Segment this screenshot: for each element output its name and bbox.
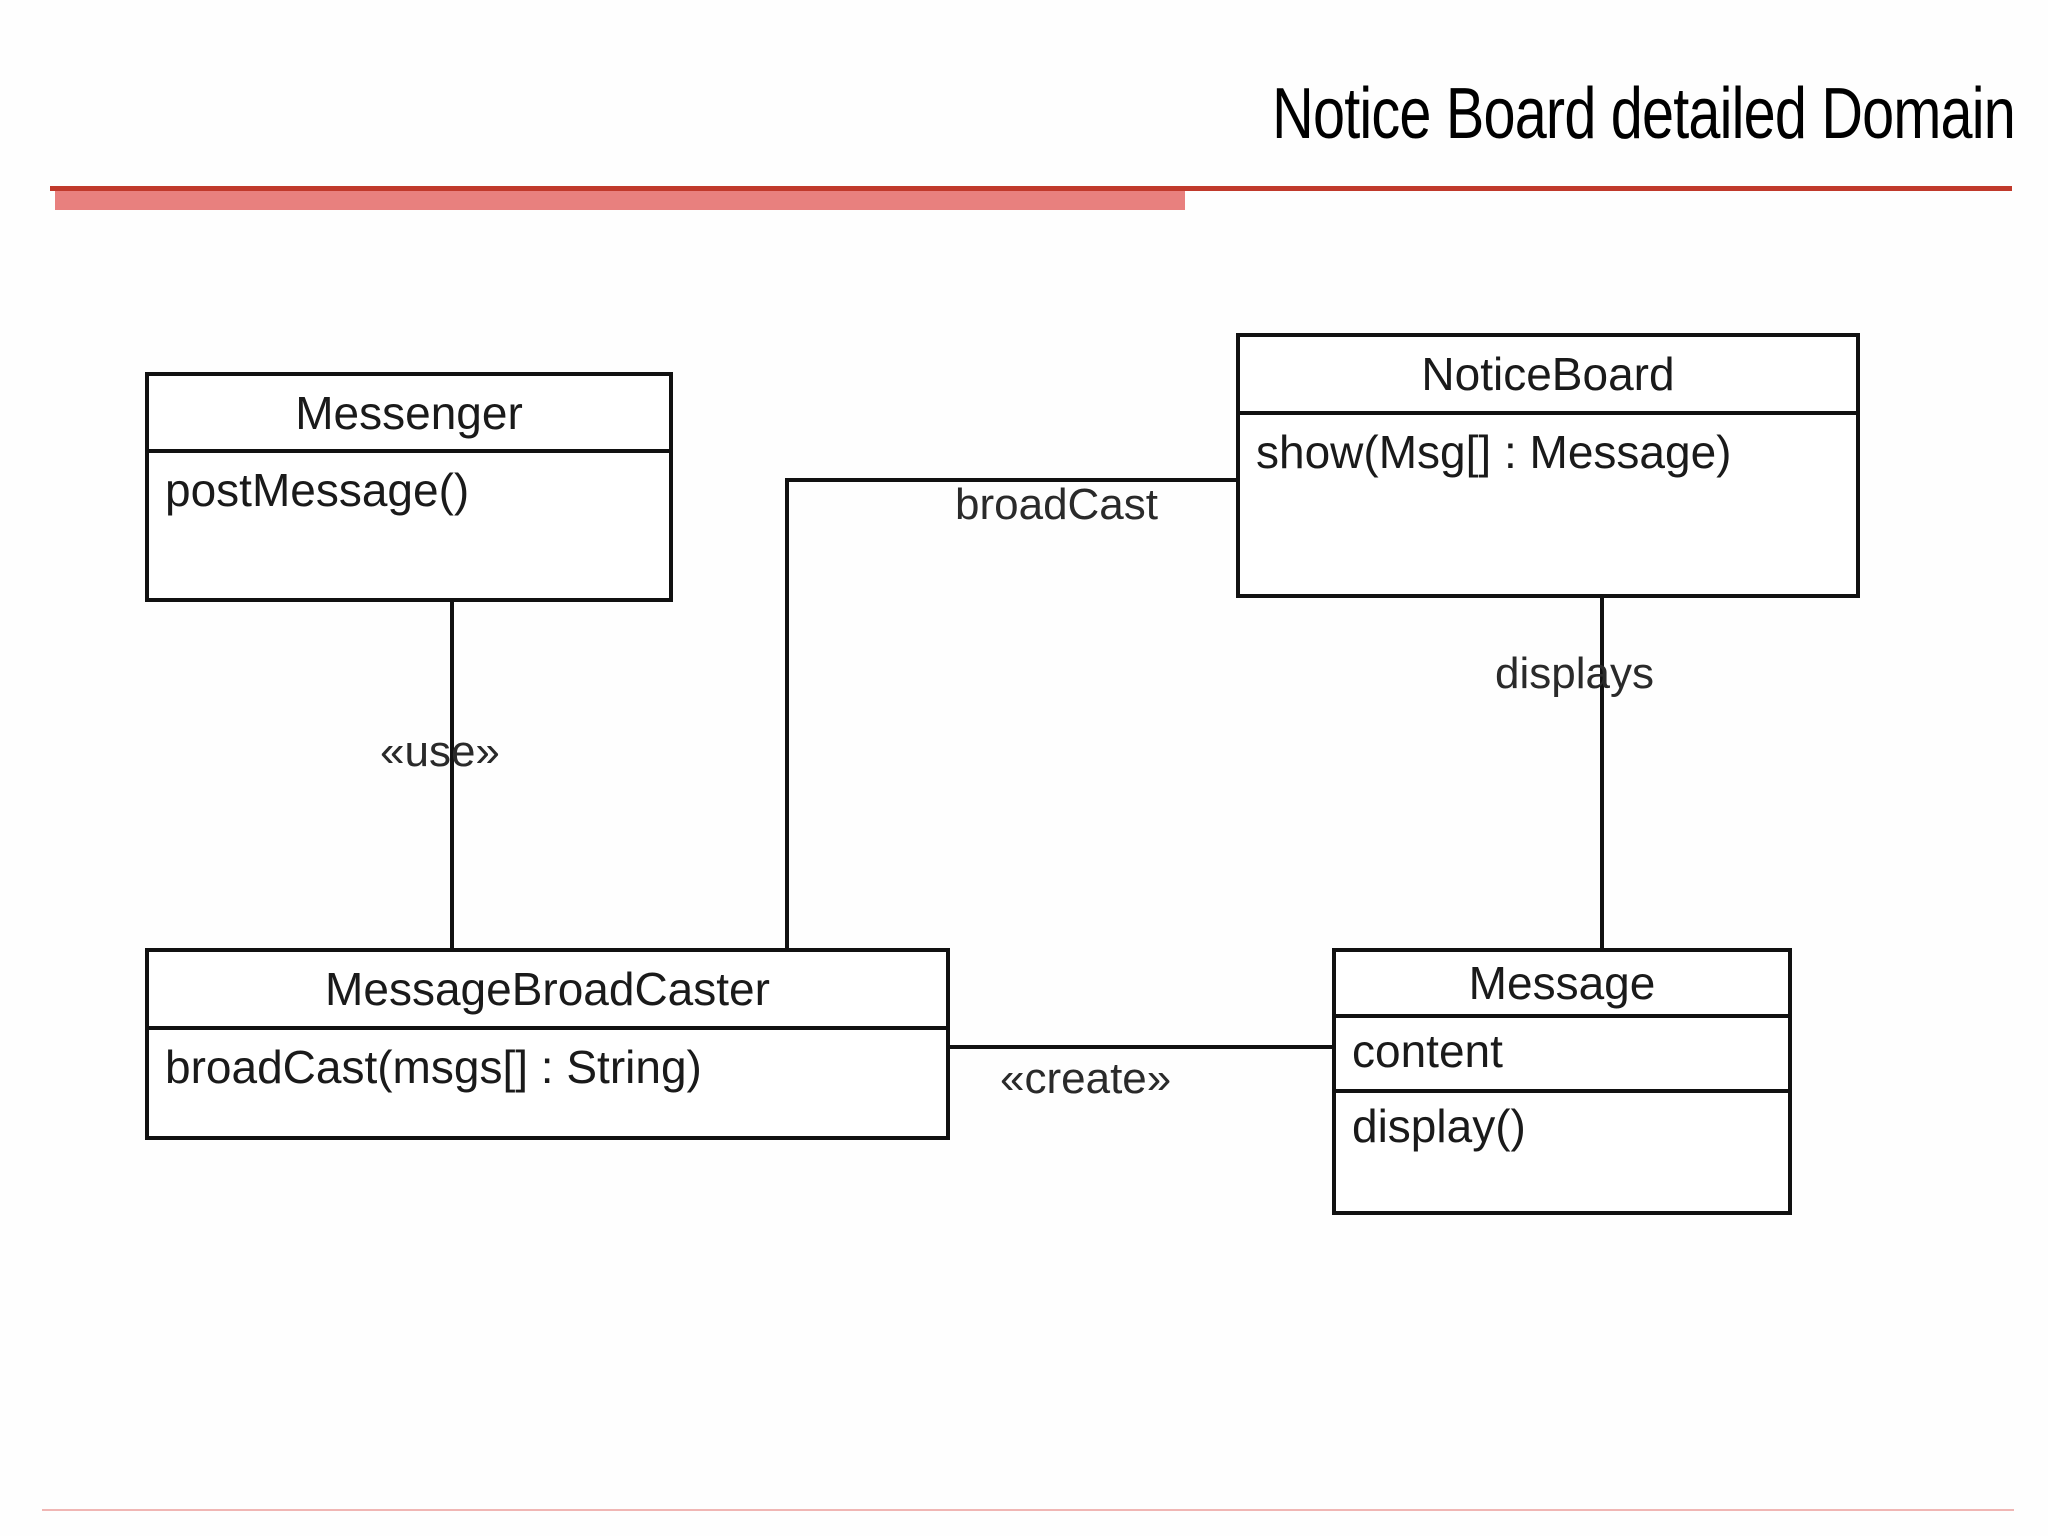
uml-class-message[interactable]: Message content display() xyxy=(1332,948,1792,1215)
uml-class-noticeboard-operations-compartment: show(Msg[] : Message) xyxy=(1240,411,1856,594)
uml-class-messenger-operations-compartment: postMessage() xyxy=(149,449,669,598)
uml-class-message-name: Message xyxy=(1468,957,1656,1009)
relationship-label-broadcast: broadCast xyxy=(955,480,1159,529)
uml-class-messagebroadcaster-name-compartment: MessageBroadCaster xyxy=(149,952,946,1026)
uml-class-message-operations-compartment: display() xyxy=(1336,1089,1788,1211)
uml-class-message-attributes-compartment: content xyxy=(1336,1014,1788,1089)
footer-rule xyxy=(42,1509,2014,1511)
uml-class-messagebroadcaster-name: MessageBroadCaster xyxy=(325,963,770,1015)
uml-class-messenger[interactable]: Messenger postMessage() xyxy=(145,372,673,602)
title-rule-thick xyxy=(55,191,1185,210)
page-title: Notice Board detailed Domain xyxy=(1272,74,2016,154)
uml-class-messenger-operation-0: postMessage() xyxy=(165,464,470,516)
uml-class-messenger-name-compartment: Messenger xyxy=(149,376,669,449)
uml-class-message-name-compartment: Message xyxy=(1336,952,1788,1014)
uml-class-messenger-name: Messenger xyxy=(295,387,523,439)
uml-class-messagebroadcaster-operation-0: broadCast(msgs[] : String) xyxy=(165,1041,702,1093)
uml-class-messagebroadcaster-operations-compartment: broadCast(msgs[] : String) xyxy=(149,1026,946,1136)
connector-broadcast-horizontal xyxy=(785,478,1238,482)
uml-class-noticeboard-operation-0: show(Msg[] : Message) xyxy=(1256,426,1732,478)
relationship-label-use: «use» xyxy=(380,727,500,776)
uml-class-noticeboard-name: NoticeBoard xyxy=(1421,348,1675,400)
uml-class-message-attribute-0: content xyxy=(1352,1025,1503,1077)
connector-create xyxy=(948,1045,1332,1049)
relationship-label-create: «create» xyxy=(1000,1054,1172,1103)
connector-displays xyxy=(1600,596,1604,950)
uml-class-noticeboard[interactable]: NoticeBoard show(Msg[] : Message) xyxy=(1236,333,1860,598)
uml-class-message-operation-0: display() xyxy=(1352,1100,1526,1152)
relationship-label-displays: displays xyxy=(1495,649,1654,698)
uml-class-noticeboard-name-compartment: NoticeBoard xyxy=(1240,337,1856,411)
uml-class-messagebroadcaster[interactable]: MessageBroadCaster broadCast(msgs[] : St… xyxy=(145,948,950,1140)
connector-use xyxy=(450,600,454,950)
title-rule-thin xyxy=(50,186,2012,191)
connector-broadcast-vertical xyxy=(785,478,789,950)
